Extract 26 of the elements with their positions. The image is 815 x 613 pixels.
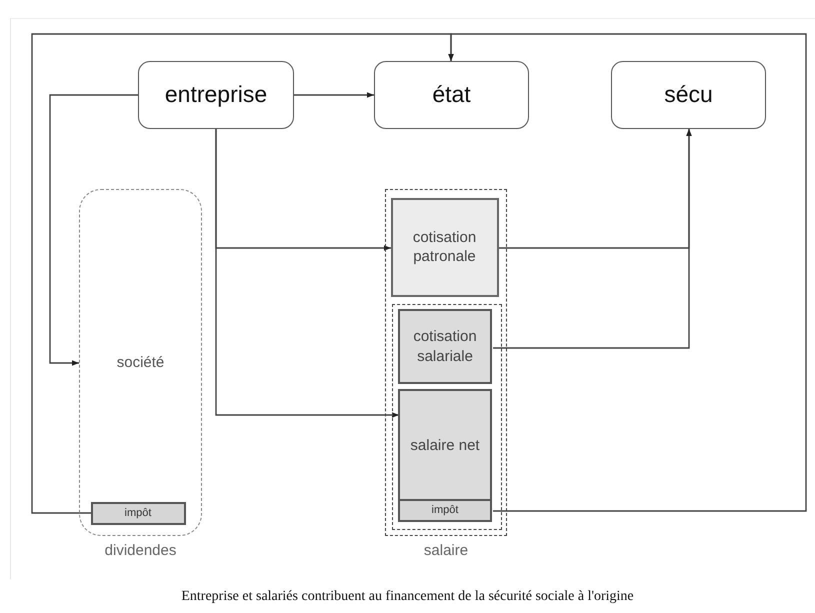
node-label: cotisation patronale <box>412 228 478 266</box>
process-box <box>390 198 498 296</box>
caption: Entreprise et salariés contribuent au financement de la sécurité sociale à l'origine <box>180 589 635 605</box>
process-box <box>374 61 529 129</box>
node-label: sécu <box>663 80 714 110</box>
process-box <box>398 309 492 384</box>
arrow <box>215 129 399 418</box>
node-label: salaire net <box>409 436 481 456</box>
node-label: impôt <box>124 506 152 520</box>
dashed-group-box <box>392 304 502 530</box>
node-label: cotisation salariale <box>412 327 478 366</box>
group-caption: salaire <box>422 541 470 560</box>
group-caption: dividendes <box>104 541 178 560</box>
tax-box <box>90 502 186 524</box>
node-label: entreprise <box>164 80 268 110</box>
arrow <box>493 129 692 349</box>
node-label: état <box>431 80 472 110</box>
tax-box <box>398 499 492 522</box>
node-label: impôt <box>430 503 460 518</box>
process-box <box>138 61 294 129</box>
arrow <box>294 92 374 98</box>
process-box <box>611 61 766 129</box>
node-label: société <box>116 352 166 372</box>
process-box <box>398 389 492 500</box>
arrow <box>49 94 138 366</box>
arrow <box>448 33 807 512</box>
